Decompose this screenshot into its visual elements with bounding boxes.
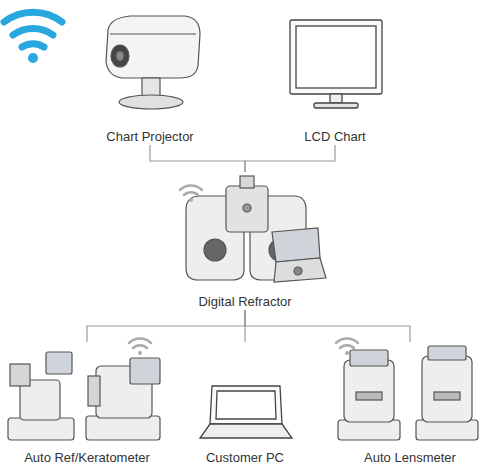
connector-line [87, 310, 245, 342]
connector-line [244, 310, 245, 342]
projector-illustration [106, 16, 200, 109]
device-node: Auto Lensmeter [330, 342, 490, 466]
refractor-illustration [186, 176, 326, 282]
device-node: Customer PC [190, 342, 300, 466]
wifi-icon [336, 339, 358, 355]
device-label: LCD Chart [275, 129, 395, 145]
wifi-icon [4, 12, 62, 63]
connector-line [150, 145, 245, 172]
laptop-illustration [200, 386, 292, 438]
autoref-illustration [8, 352, 160, 440]
connector-line [245, 310, 410, 342]
device-label: Customer PC [190, 450, 300, 466]
device-label: Chart Projector [85, 129, 215, 145]
wifi-icon [129, 339, 151, 355]
wifi-icon [180, 186, 202, 202]
device-label: Auto Lensmeter [330, 450, 490, 466]
device-node: Auto Ref/Keratometer [2, 342, 172, 466]
device-node: Digital Refractor [165, 172, 325, 310]
device-label: Digital Refractor [165, 294, 325, 310]
connector-line [245, 145, 335, 172]
lensmeter-illustration [338, 346, 478, 440]
monitor-illustration [290, 20, 382, 108]
device-label: Auto Ref/Keratometer [2, 450, 172, 466]
device-node: LCD Chart [275, 8, 395, 145]
device-node: Chart Projector [85, 8, 215, 145]
